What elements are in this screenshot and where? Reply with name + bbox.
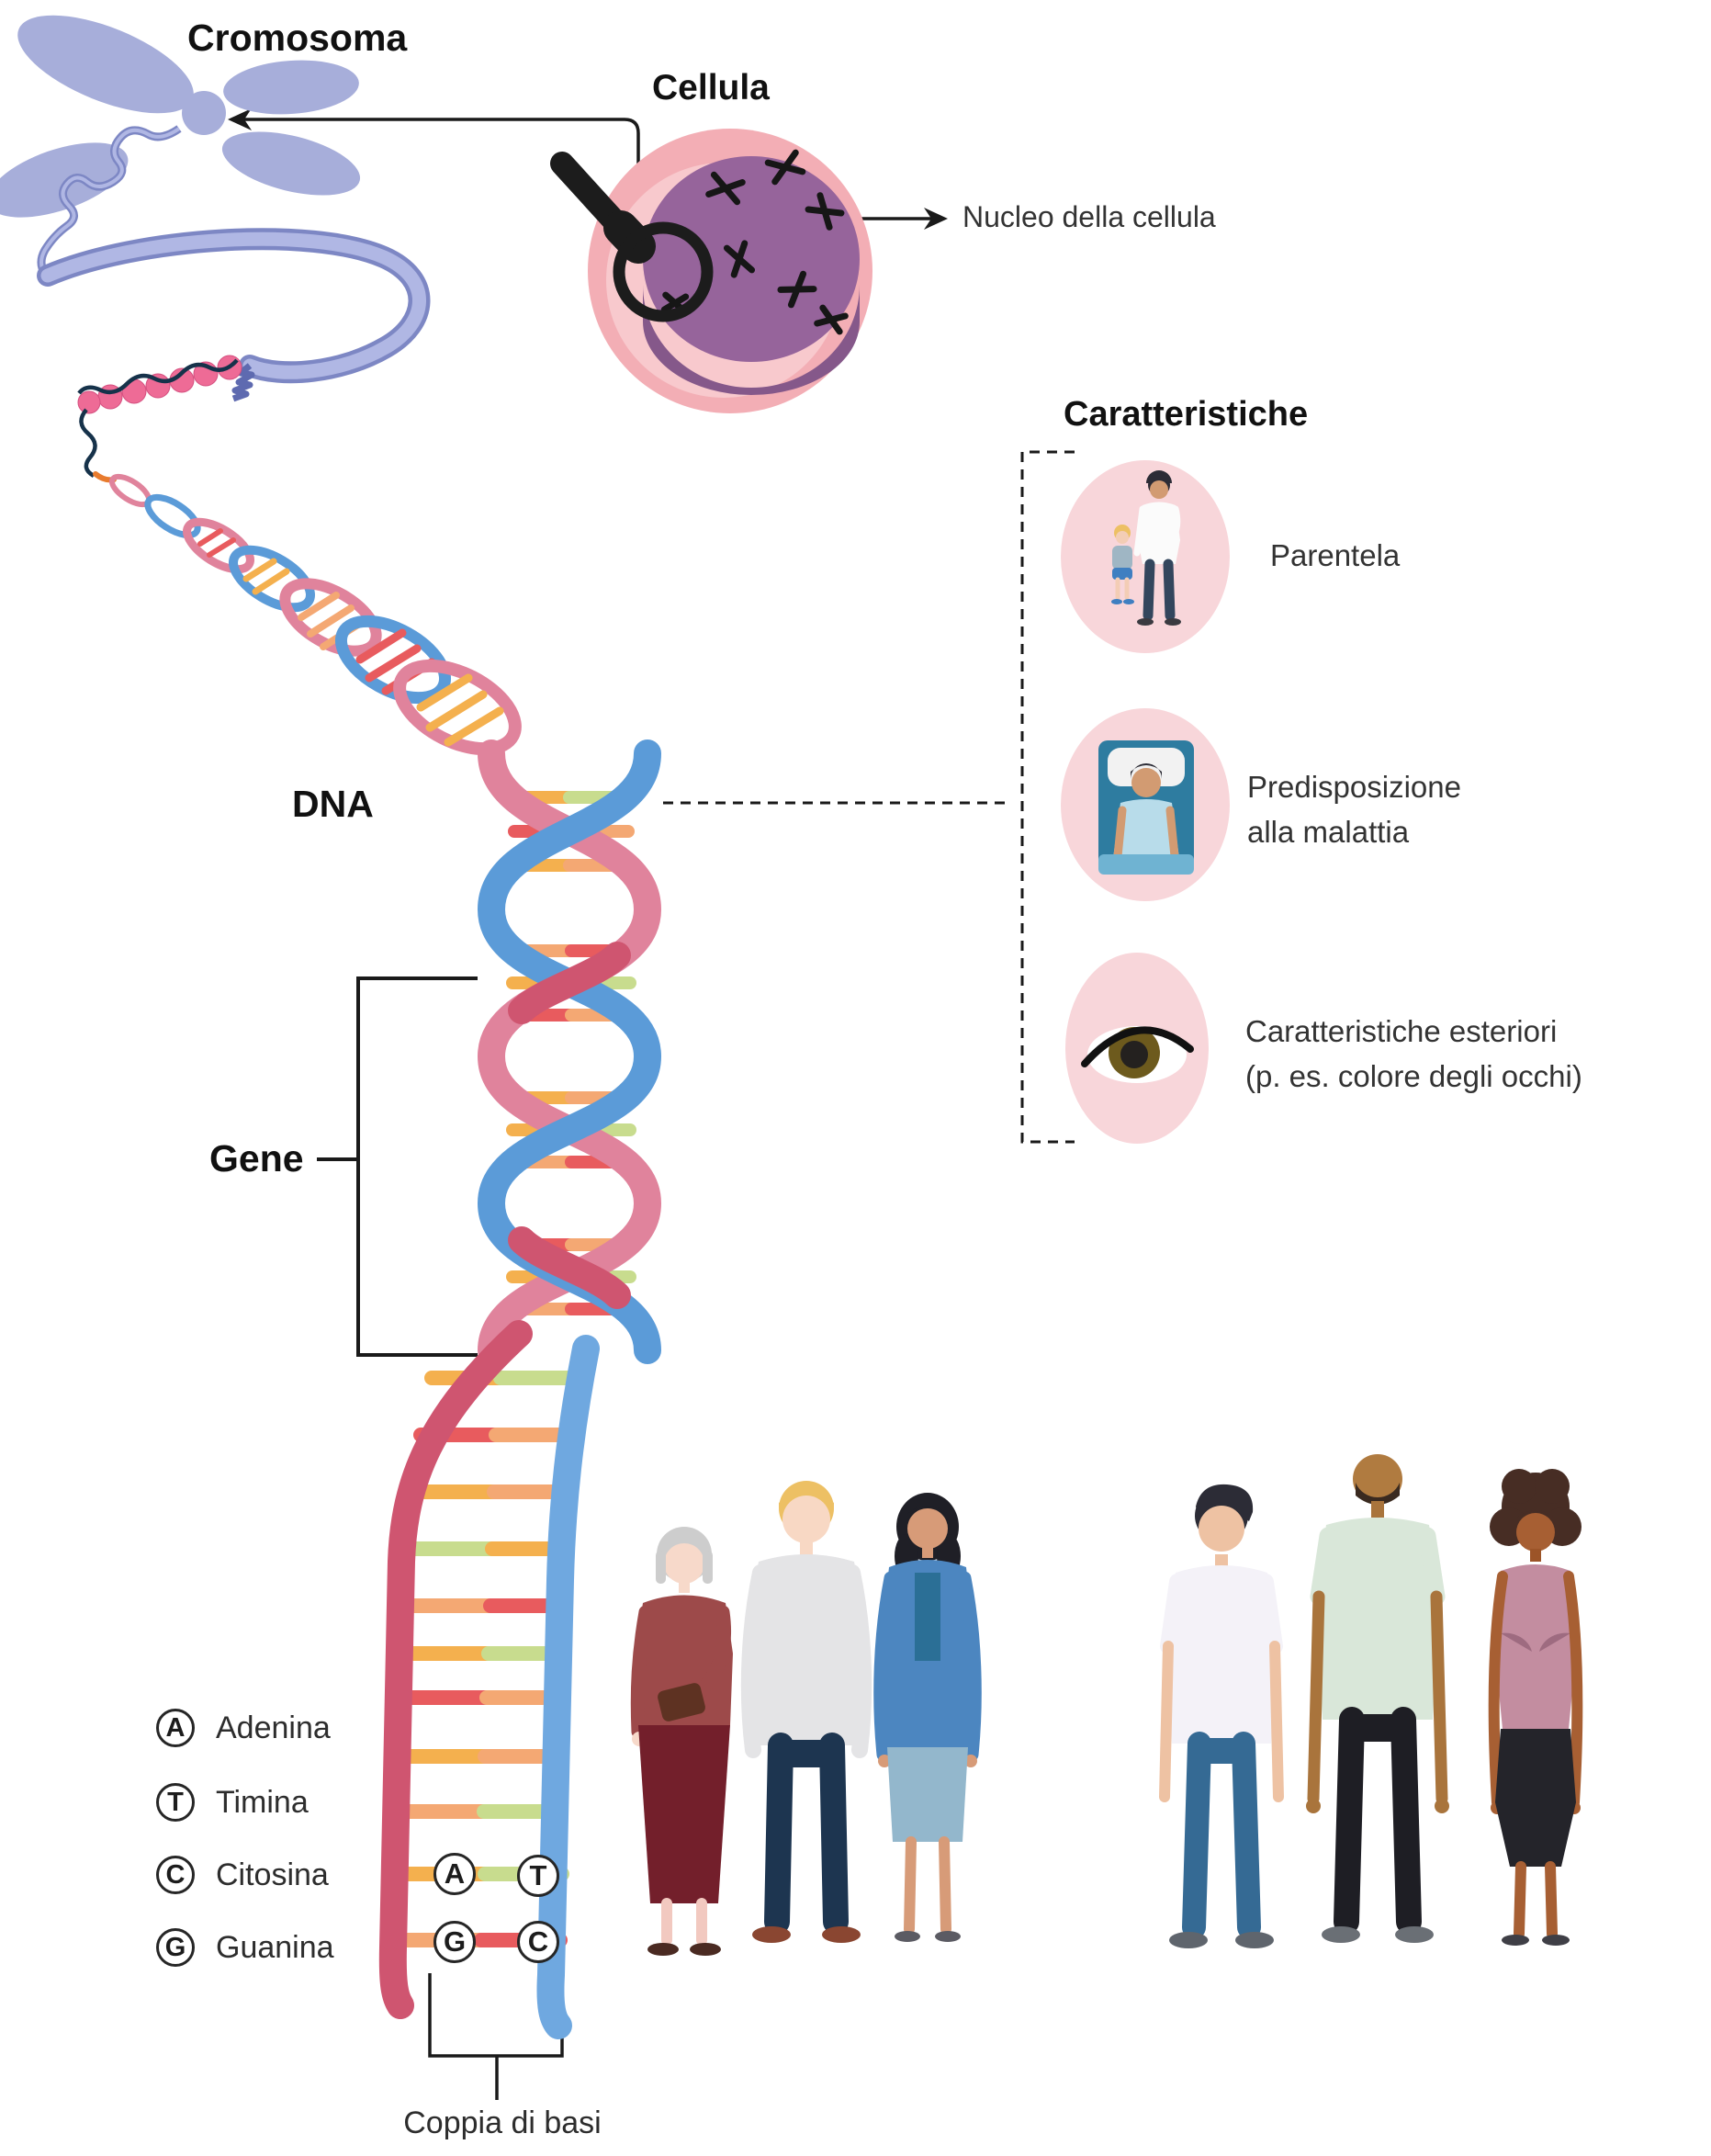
nucleus-label: Nucleo della cellula (962, 200, 1216, 233)
eye-icon (1081, 1026, 1194, 1083)
ladder-strand-pink (378, 1320, 533, 2019)
legend-name-cytosine: Citosina (216, 1857, 329, 1892)
person-woman-blue-jacket (873, 1493, 982, 1942)
esteriori-line1: Caratteristiche esteriori (1245, 1014, 1558, 1048)
arrowhead-left-icon (228, 108, 252, 130)
chromosome-illustration (0, 15, 361, 218)
characteristics-heading: Caratteristiche (1064, 395, 1309, 434)
dna-label: DNA (292, 783, 374, 825)
ladder-strand-blue (536, 1335, 600, 2039)
chromatin-coil (37, 125, 431, 402)
arrowhead-right-icon (924, 208, 948, 230)
nucleosome-wrap-line (77, 358, 239, 395)
cell-label: Cellula (652, 68, 770, 107)
characteristic-label-parentela: Parentela (1270, 538, 1401, 572)
magnifying-glass-icon (550, 152, 714, 322)
legend-letter-thymine: T (156, 1783, 195, 1822)
rung-letter-a: A (433, 1853, 476, 1895)
rung-letter-t: T (517, 1855, 559, 1897)
person-blond-man (740, 1481, 872, 1943)
legend-letter-adenine: A (156, 1709, 195, 1747)
linker-dna-line (79, 408, 97, 478)
chromatin-loop (40, 231, 426, 379)
gene-label: Gene (209, 1137, 304, 1180)
cell-illustration (550, 129, 872, 413)
characteristic-label-predisposizione: Predisposizione alla malattia (1247, 764, 1461, 854)
person-bald-man (1306, 1454, 1449, 1943)
cell-to-chromosome-line (241, 118, 640, 219)
sick-person-in-bed-icon (1098, 740, 1194, 875)
dna-ladder (378, 1320, 600, 2039)
chromosome-label: Cromosoma (187, 17, 408, 59)
cell-nucleus (643, 156, 860, 395)
legend-letter-cytosine: C (156, 1856, 195, 1894)
helix-strand-pink-over-1 (508, 942, 631, 1024)
legend-name-thymine: Timina (216, 1785, 309, 1820)
chromatin-squiggle (39, 127, 181, 276)
legend-letter-guanine: G (156, 1928, 195, 1967)
nucleosome-beads (77, 355, 242, 414)
chromatin-twist (231, 363, 255, 402)
person-elderly-woman (630, 1527, 733, 1956)
person-afro-woman (1488, 1469, 1583, 1946)
rung-letter-c: C (517, 1921, 559, 1963)
people-group (630, 1454, 1583, 1956)
legend-name-guanine: Guanina (216, 1930, 334, 1965)
characteristic-circles (1061, 460, 1230, 1144)
predisposizione-line1: Predisposizione (1247, 770, 1461, 804)
rung-letter-g: G (433, 1921, 476, 1963)
dna-helix-diagonal (108, 473, 522, 756)
helix-strand-pink-over-2 (508, 1226, 631, 1309)
dna-helix-vertical (477, 739, 662, 1364)
helix-strand-pink (477, 739, 662, 1364)
nucleus-chromosomes (660, 149, 849, 335)
esteriori-line2: (p. es. colore degli occhi) (1245, 1059, 1582, 1093)
legend-name-adenine: Adenina (216, 1710, 331, 1745)
gene-bracket (356, 976, 478, 1357)
characteristic-label-esteriori: Caratteristiche esteriori (p. es. colore… (1245, 1009, 1582, 1099)
base-pair-label: Coppia di basi (403, 2105, 602, 2140)
characteristics-dashed-bracket (1020, 450, 1075, 1144)
person-young-man (1159, 1484, 1284, 1948)
predisposizione-line2: alla malattia (1247, 815, 1410, 849)
father-and-child-icon (1111, 470, 1181, 626)
